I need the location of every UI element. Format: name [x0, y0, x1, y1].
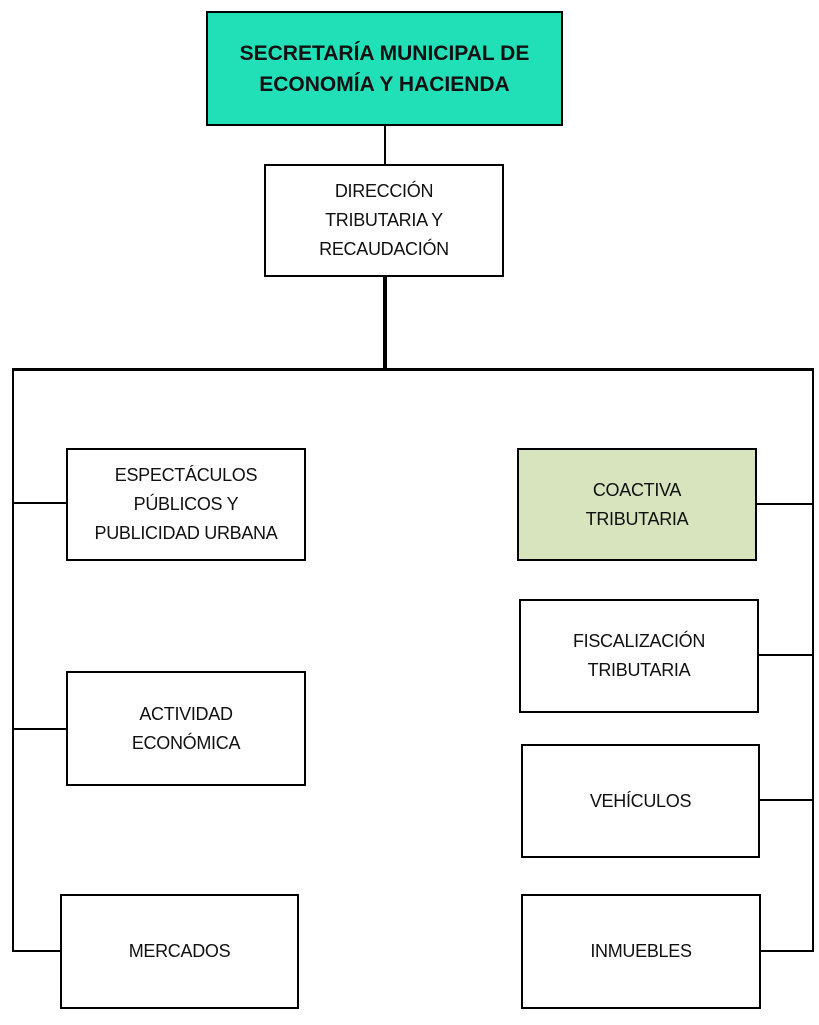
- org-box-actividad-economica: ACTIVIDAD ECONÓMICA: [66, 671, 306, 786]
- connector-left-branch-1: [12, 502, 68, 504]
- connector-right-branch-2: [758, 654, 814, 656]
- org-box-coactiva: COACTIVA TRIBUTARIA: [517, 448, 757, 561]
- org-box-label: INMUEBLES: [590, 941, 692, 961]
- org-box-label: VEHÍCULOS: [589, 790, 692, 811]
- org-box-secretaria: SECRETARÍA MUNICIPAL DE ECONOMÍA Y HACIE…: [206, 11, 563, 126]
- org-box-label: ESPECTÁCULOS PÚBLICOS Y PUBLICIDAD URBAN…: [94, 465, 278, 543]
- org-box-fiscalizacion: FISCALIZACIÓN TRIBUTARIA: [519, 599, 759, 713]
- connector-right-vertical: [812, 368, 814, 952]
- org-box-label: SECRETARÍA MUNICIPAL DE ECONOMÍA Y HACIE…: [239, 41, 530, 96]
- connector-left-vertical: [12, 368, 14, 952]
- org-box-label: DIRECCIÓN TRIBUTARIA Y RECAUDACIÓN: [319, 181, 449, 259]
- connector-right-branch-3: [759, 799, 814, 801]
- connector-horizontal-bus: [12, 368, 814, 371]
- org-box-label: MERCADOS: [128, 941, 231, 961]
- org-box-label: COACTIVA TRIBUTARIA: [585, 479, 689, 529]
- org-box-inmuebles: INMUEBLES: [521, 894, 761, 1009]
- connector-left-branch-2: [12, 728, 68, 730]
- connector-direction-to-bus: [383, 276, 387, 370]
- org-box-label: FISCALIZACIÓN TRIBUTARIA: [572, 631, 706, 680]
- org-box-vehiculos: VEHÍCULOS: [521, 744, 760, 858]
- connector-right-branch-4: [760, 950, 814, 952]
- org-box-direccion: DIRECCIÓN TRIBUTARIA Y RECAUDACIÓN: [264, 164, 504, 277]
- connector-right-branch-1: [756, 503, 814, 505]
- org-box-espectaculos: ESPECTÁCULOS PÚBLICOS Y PUBLICIDAD URBAN…: [66, 448, 306, 561]
- connector-left-branch-3: [12, 950, 62, 952]
- org-box-label: ACTIVIDAD ECONÓMICA: [131, 703, 241, 753]
- org-box-mercados: MERCADOS: [60, 894, 299, 1009]
- connector-top-to-direction: [384, 125, 386, 165]
